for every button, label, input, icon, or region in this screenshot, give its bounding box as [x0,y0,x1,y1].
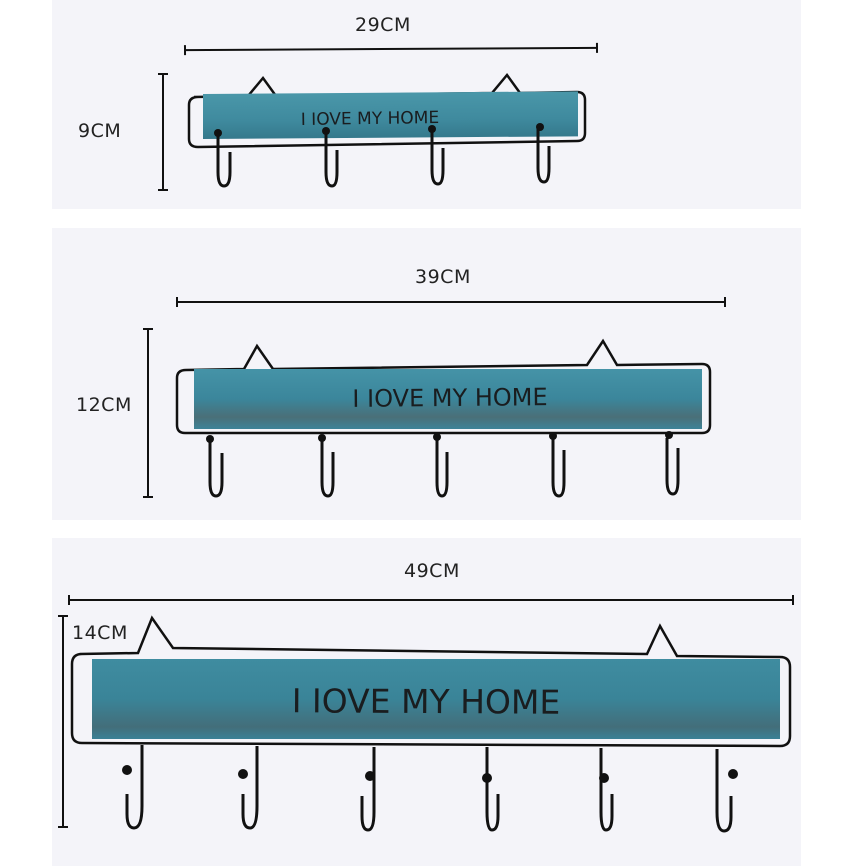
height-label: 9CM [78,120,122,142]
height-label: 12CM [76,394,132,416]
height-dimension-line [58,615,68,828]
panel-medium: 39CM 12CM I IOVE MY HOME [52,228,801,520]
height-dimension-line [158,73,168,191]
sign-text: I IOVE MY HOME [352,383,548,413]
height-label: 14CM [72,622,128,644]
hook-rack-small: I IOVE MY HOME [187,72,587,188]
width-label: 39CM [415,266,471,288]
width-dimension-line [68,595,794,605]
panel-large: 49CM 14CM I IOVE MY HOME [52,538,801,866]
hook-rack-large: I IOVE MY HOME [70,615,792,833]
width-dimension-line [176,297,726,307]
width-label: 49CM [404,560,460,582]
sign-text: I IOVE MY HOME [292,681,561,721]
width-label: 29CM [355,14,411,36]
panel-small: 29CM 9CM I IOVE MY HOME [52,0,801,209]
hook-rack-medium: I IOVE MY HOME [175,338,712,498]
sign-text: I IOVE MY HOME [301,108,440,130]
height-dimension-line [143,328,153,498]
